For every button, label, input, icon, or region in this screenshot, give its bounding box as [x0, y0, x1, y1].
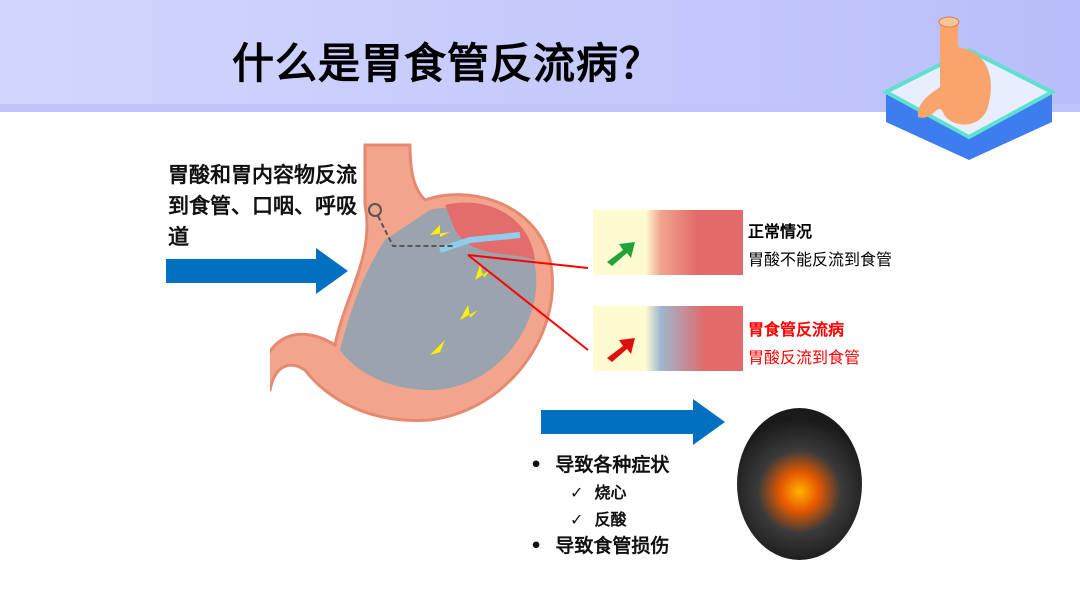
normal-title: 正常情况: [748, 222, 813, 241]
page-title: 什么是胃食管反流病？: [232, 39, 663, 88]
reflux-subtitle: 胃酸反流到食管: [748, 348, 861, 367]
reflux-description: 胃酸和胃内容物反流到食管、口咽、呼吸道: [168, 163, 357, 249]
red-arrow-icon: [607, 338, 635, 362]
heartburn-person-image: [737, 408, 862, 560]
list-item: ✓ 烧心: [570, 483, 627, 502]
reflux-panel-text: 胃食管反流病 胃酸反流到食管: [748, 316, 860, 368]
normal-panel-image: [593, 210, 743, 275]
list-item: • 导致食管损伤: [530, 535, 670, 557]
list-item: • 导致各种症状: [530, 454, 670, 476]
green-arrow-icon: [607, 242, 635, 266]
stomach-logo-icon: [881, 16, 1057, 160]
reflux-panel-image: [593, 306, 743, 371]
arrow-right-icon-2: [541, 399, 725, 445]
normal-panel-text: 正常情况 胃酸不能反流到食管: [748, 218, 892, 270]
pointer-lines: [467, 254, 589, 351]
arrow-right-icon: [166, 248, 348, 294]
reflux-title: 胃食管反流病: [748, 320, 845, 339]
consequences-list: • 导致各种症状 ✓ 烧心 ✓ 反酸 • 导致食管损伤: [530, 452, 669, 560]
list-item: ✓ 反酸: [570, 510, 627, 529]
normal-subtitle: 胃酸不能反流到食管: [748, 250, 893, 269]
stomach-illustration: [270, 143, 554, 422]
header-strip: [0, 104, 1080, 112]
